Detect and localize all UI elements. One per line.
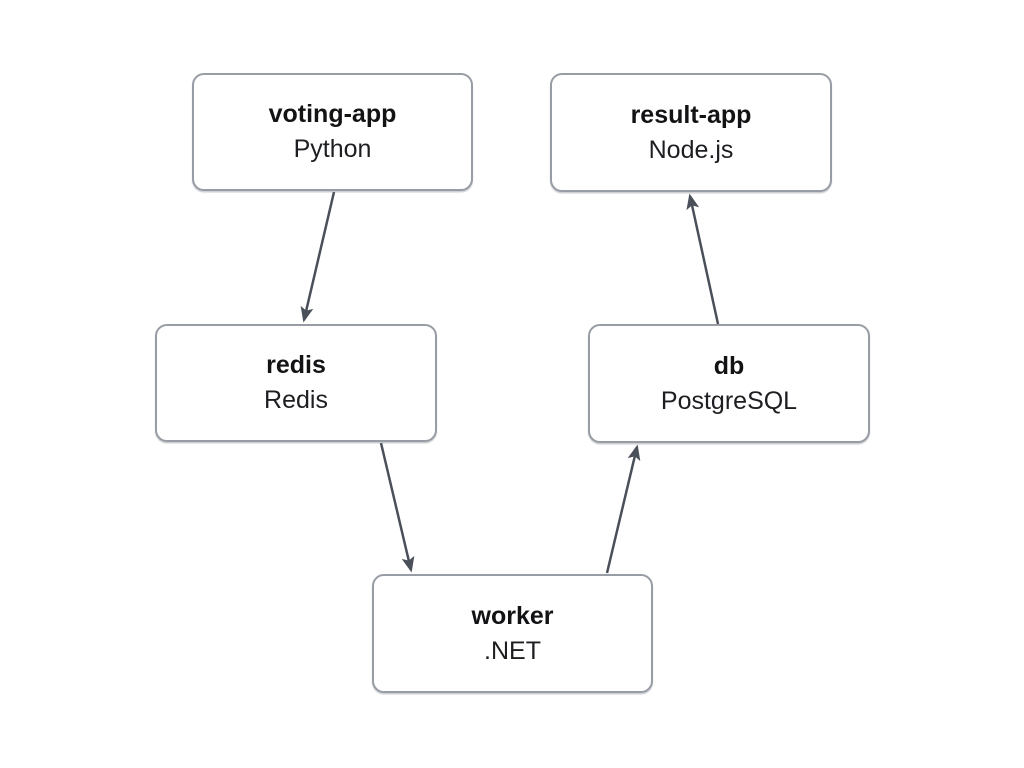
node-title: voting-app: [268, 100, 397, 128]
node-subtitle: PostgreSQL: [660, 386, 798, 415]
edge-redis-to-worker: [379, 442, 415, 573]
node-subtitle: Redis: [264, 386, 328, 414]
node-subtitle: Python: [293, 135, 372, 163]
node-subtitle: Node.js: [648, 135, 734, 164]
node-title: redis: [266, 351, 326, 379]
edge-db-to-result-app: [686, 193, 720, 325]
edge-voting-app-to-redis: [300, 191, 336, 323]
node-worker[interactable]: worker .NET: [372, 574, 653, 693]
edge-worker-to-db: [605, 444, 641, 574]
node-title: db: [713, 351, 745, 380]
node-title: result-app: [630, 100, 752, 129]
node-subtitle: .NET: [484, 636, 541, 665]
node-title: worker: [471, 601, 554, 630]
